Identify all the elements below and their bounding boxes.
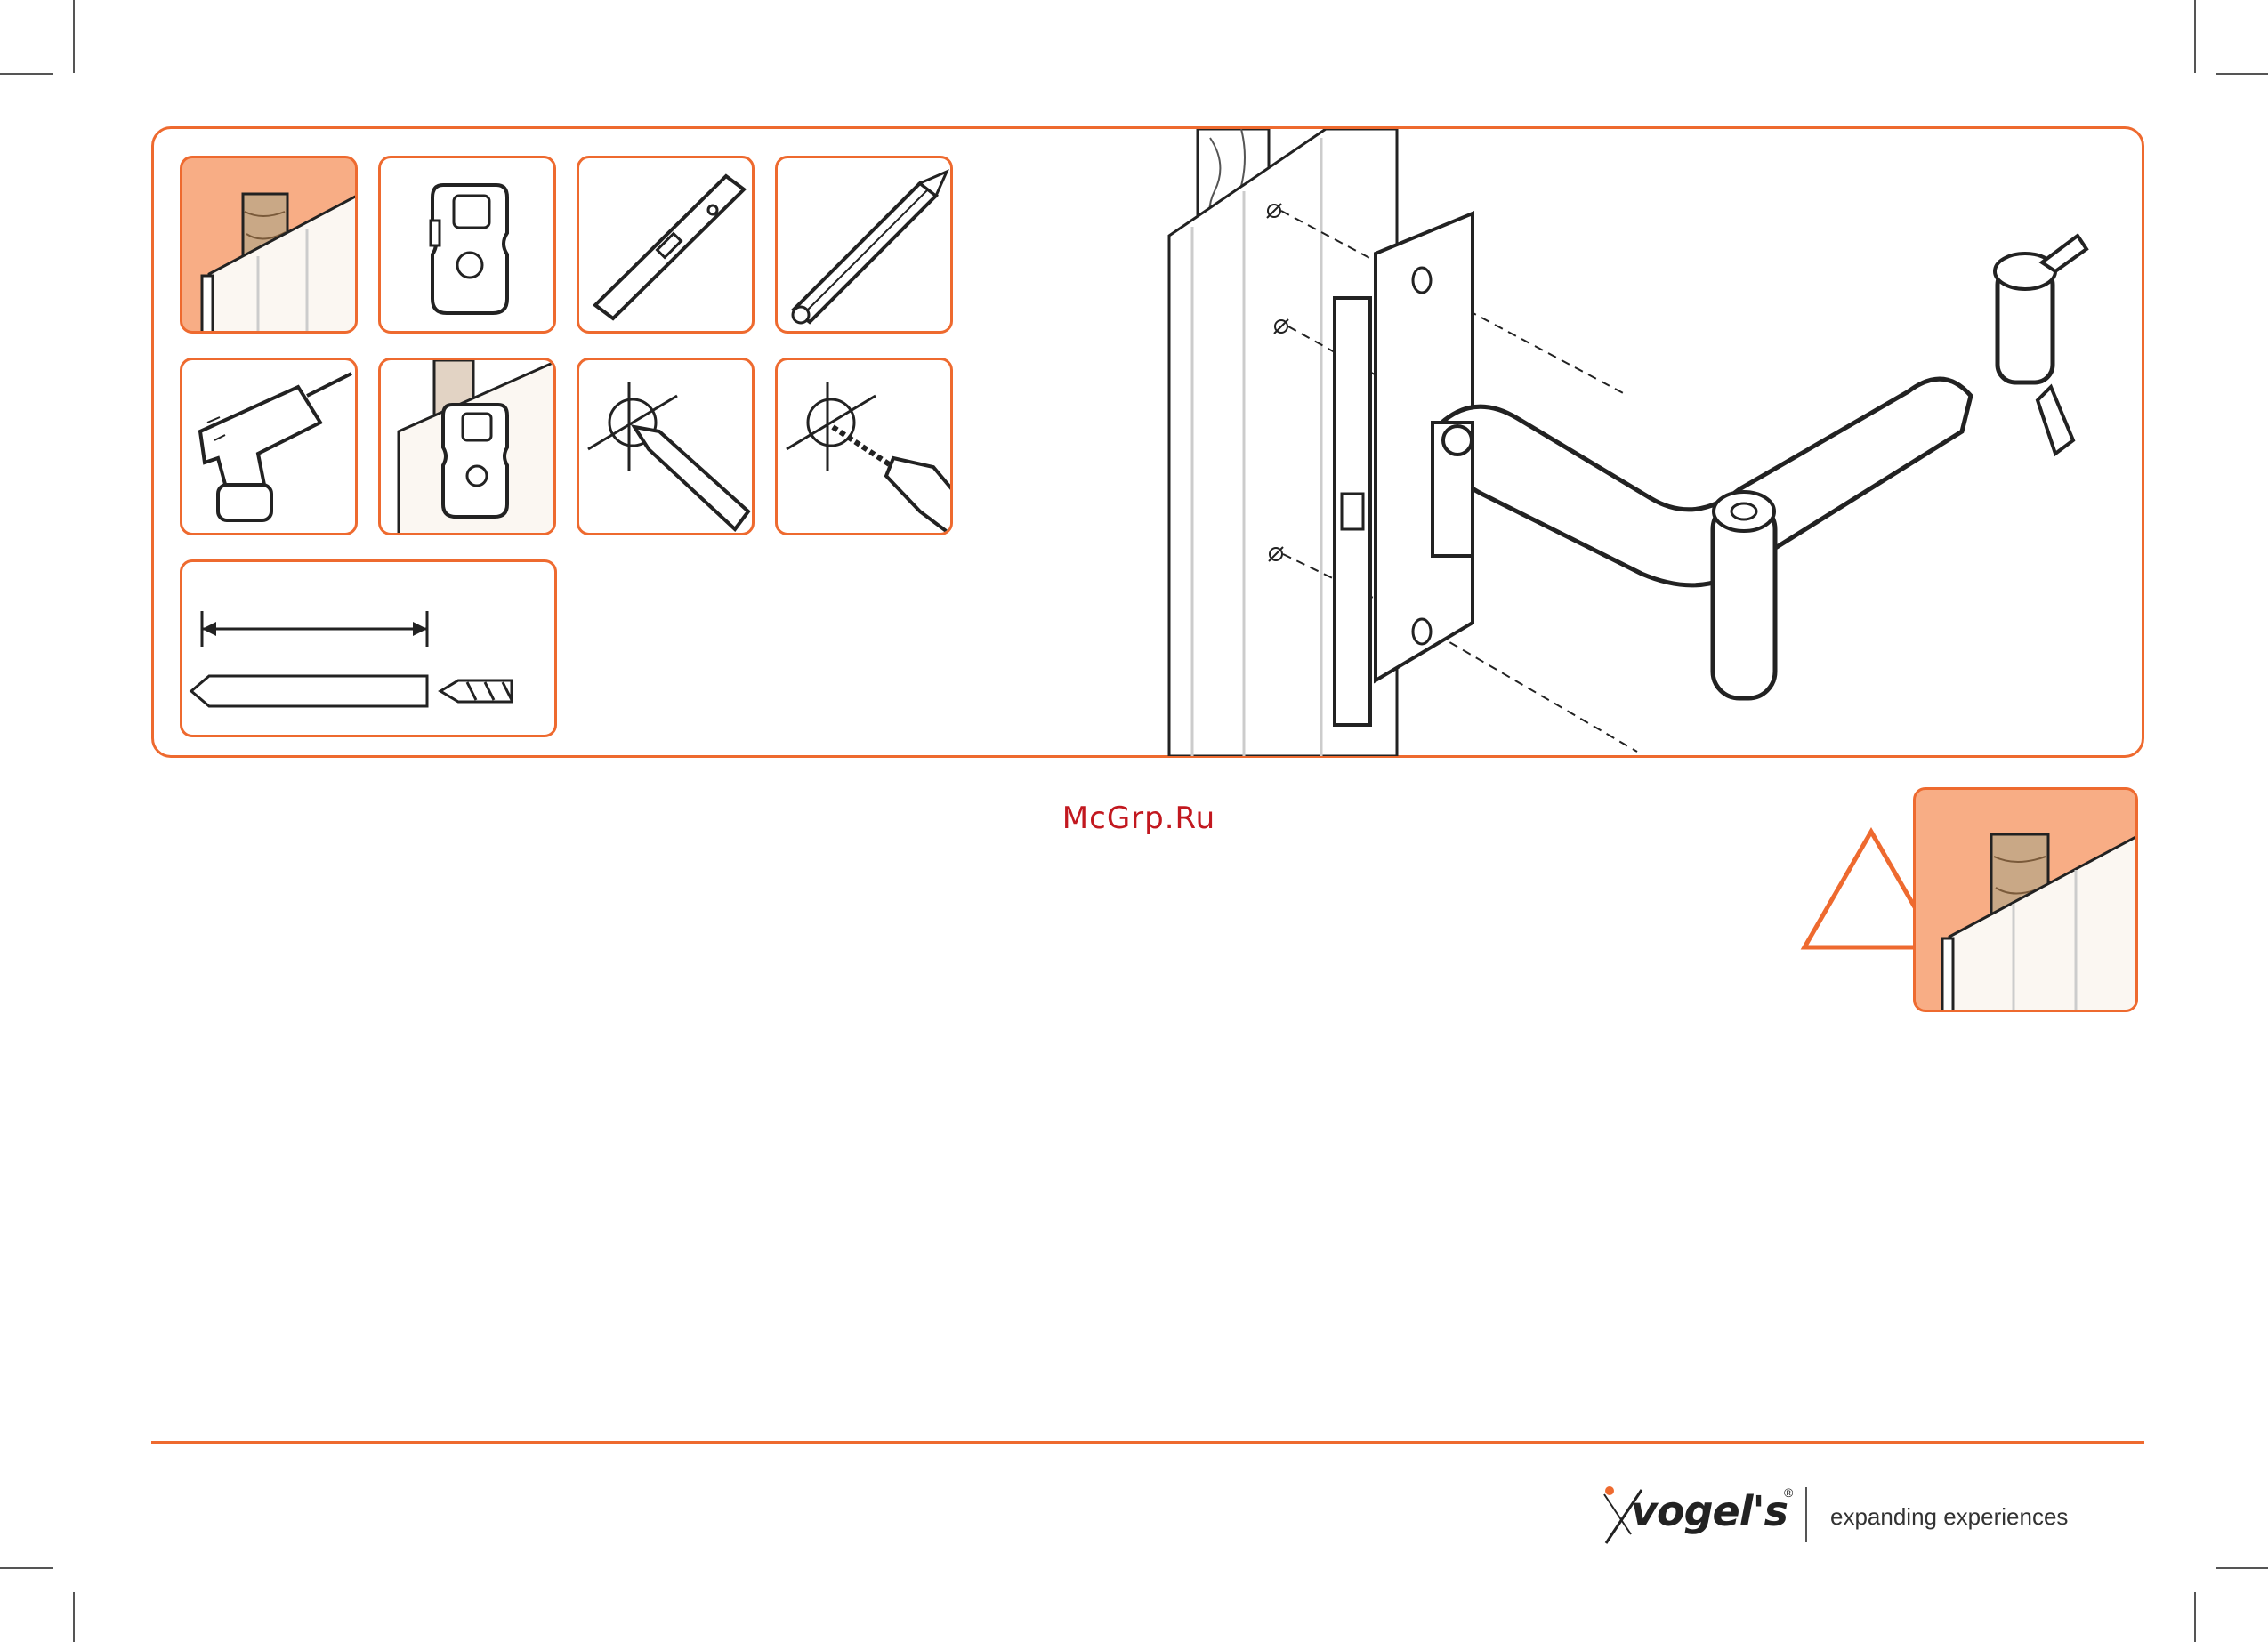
drill-bit-length-icon [182,562,557,737]
wall-mount-illustration [1166,129,2142,756]
crop-mark [0,73,53,75]
stud-detector-icon [381,158,556,334]
warning-tile-wood-stud [1913,787,2138,1012]
tool-tile-stud-detector [378,156,556,334]
tool-tile-power-drill [180,358,358,535]
spirit-level-icon [579,158,755,334]
crop-mark [0,1567,53,1569]
brand-logo: vogel's ® expanding experiences [1597,1477,2078,1557]
brand-tagline: expanding experiences [1830,1503,2068,1531]
tool-tile-drill-bit-length [180,559,557,737]
crop-mark [2194,0,2196,73]
tool-tile-stud-scan [378,358,556,535]
footer-rule [151,1441,2144,1444]
tool-tile-drill-hole [775,358,953,535]
watermark-text: McGrp.Ru [1050,801,1228,836]
registered-mark: ® [1784,1485,1793,1500]
crop-mark [73,1592,75,1642]
crop-mark [2216,73,2268,75]
tool-tile-mark-hole [577,358,755,535]
crop-mark [73,0,75,73]
tool-tile-spirit-level [577,156,755,334]
wood-stud-wall-icon [182,158,358,334]
tool-tile-pencil [775,156,953,334]
crop-mark [2194,1592,2196,1642]
mark-hole-with-pencil-icon [579,360,755,535]
wood-stud-wall-icon [1916,790,2138,1012]
power-drill-icon [182,360,358,535]
wall-arm-mount-install-icon [1166,129,2142,756]
tool-tile-wood-stud [180,156,358,334]
crop-mark [2216,1567,2268,1569]
drill-hole-icon [778,360,953,535]
logo-wordmark: vogel's [1631,1487,1788,1535]
pencil-icon [778,158,953,334]
logo-separator [1805,1487,1807,1542]
stud-scan-on-wall-icon [381,360,556,535]
